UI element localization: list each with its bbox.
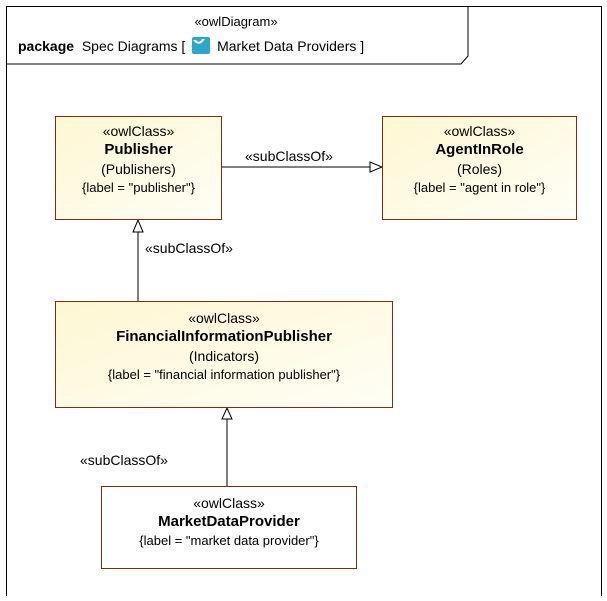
class-label: {label = "agent in role"}	[413, 180, 546, 195]
class-publisher[interactable]: «owlClass» Publisher (Publishers) {label…	[55, 116, 222, 220]
header-keyword: package	[18, 38, 75, 54]
edge-label-mdp-to-fip: «subClassOf»	[80, 452, 168, 468]
class-name: AgentInRole	[435, 141, 524, 158]
class-financial-information-publisher[interactable]: «owlClass» FinancialInformationPublisher…	[55, 301, 393, 408]
generalization-arrowhead	[369, 161, 384, 173]
class-alias: (Publishers)	[101, 161, 176, 177]
class-market-data-provider[interactable]: «owlClass» MarketDataProvider {label = "…	[101, 486, 357, 569]
edge-publisher-to-agent[interactable]	[222, 161, 384, 173]
class-label: {label = "publisher"}	[82, 180, 195, 195]
generalization-arrowhead	[221, 406, 233, 420]
class-agent-in-role[interactable]: «owlClass» AgentInRole (Roles) {label = …	[382, 116, 577, 220]
class-name: FinancialInformationPublisher	[116, 328, 332, 345]
class-label: {label = "market data provider"}	[139, 533, 319, 548]
edge-label-publisher-to-agent: «subClassOf»	[245, 148, 333, 164]
header-diagram-name: Market Data Providers ]	[217, 38, 365, 54]
edge-mdp-to-fip[interactable]	[221, 406, 233, 486]
class-label: {label = "financial information publishe…	[107, 367, 341, 382]
class-name: MarketDataProvider	[158, 513, 300, 530]
header-title: package Spec Diagrams [ Market Data Prov…	[18, 37, 364, 54]
class-stereotype: «owlClass»	[188, 310, 260, 326]
class-alias: (Indicators)	[188, 348, 260, 364]
class-stereotype: «owlClass»	[102, 123, 175, 139]
class-stereotype: «owlClass»	[443, 123, 516, 139]
class-name: Publisher	[104, 141, 173, 158]
header-stereotype: «owlDiagram»	[194, 14, 278, 29]
edge-label-fip-to-publisher: «subClassOf»	[145, 240, 233, 256]
generalization-arrowhead	[132, 218, 144, 233]
owl-diagram-icon	[192, 37, 211, 54]
class-stereotype: «owlClass»	[193, 495, 265, 511]
edge-fip-to-publisher[interactable]	[132, 218, 144, 301]
class-alias: (Roles)	[456, 161, 503, 177]
header-path: Spec Diagrams [	[81, 38, 186, 54]
diagram-frame	[6, 6, 602, 596]
header-tab-shape	[6, 6, 469, 65]
diagram-header: «owlDiagram» package Spec Diagrams [ Mar…	[6, 6, 469, 65]
